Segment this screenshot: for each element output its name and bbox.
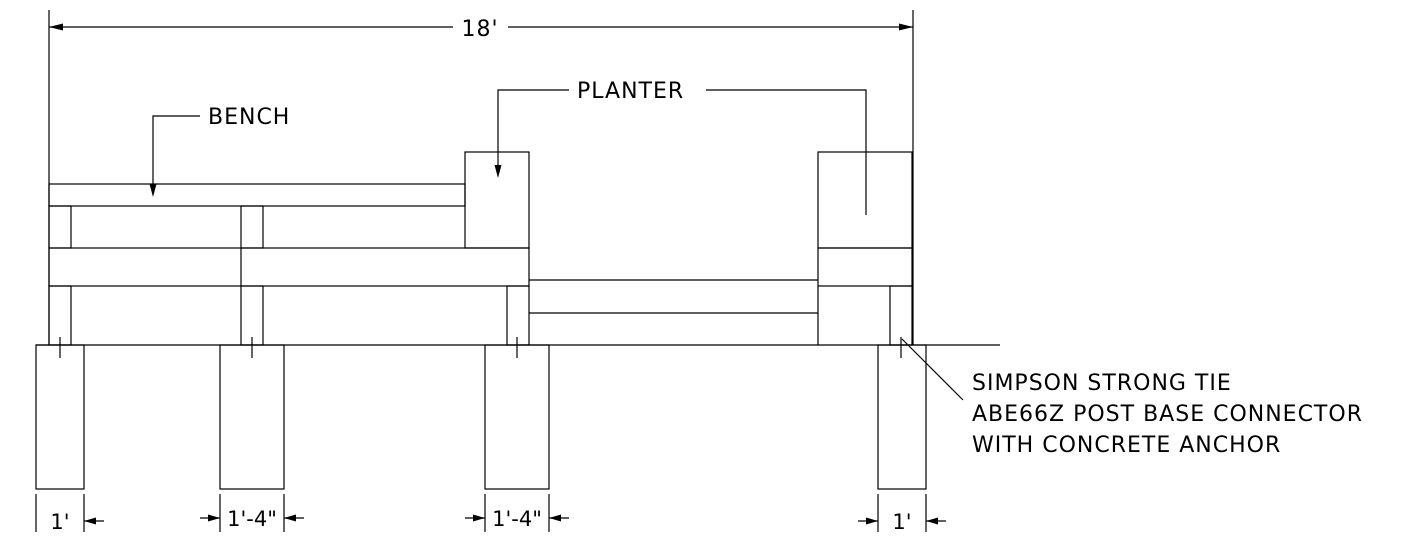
footing-dimension-4: 1' [858, 494, 946, 534]
beam-left-section [48, 247, 530, 287]
bench-seat [48, 183, 466, 207]
lower-post-4 [889, 285, 913, 346]
planter-label: PLANTER [577, 79, 684, 104]
connector-label-line3: WITH CONCRETE ANCHOR [972, 433, 1281, 458]
arrowhead [549, 514, 561, 522]
bench-upper-post-left [48, 205, 72, 249]
arrowhead-right [899, 23, 913, 31]
footing-dimension-2: 1'-4" [200, 494, 304, 532]
beam [48, 247, 913, 287]
arrowhead [284, 514, 296, 522]
footing-3 [484, 344, 550, 490]
footing-dimension-text: 1' [892, 510, 911, 534]
arrowhead [84, 517, 96, 525]
lower-post-2 [240, 285, 264, 346]
footing-dimension-1: 1' [35, 494, 104, 534]
planter-callout: PLANTER [494, 79, 867, 215]
lower-post-3 [506, 285, 530, 346]
overall-dimension-text: 18' [461, 17, 498, 42]
planter-leader-line-left [497, 89, 569, 173]
overall-dimension: 18' [48, 10, 914, 345]
connector-leader-line [901, 338, 964, 401]
footing-dimension-text: 1' [50, 510, 69, 534]
arrowhead [866, 517, 878, 525]
bench [48, 183, 466, 249]
bench-upper-post-middle [240, 205, 264, 249]
connector-label-line1: SIMPSON STRONG TIE [972, 371, 1232, 396]
arrowhead [473, 514, 485, 522]
footing-dimension-text: 1'-4" [227, 507, 277, 531]
footing-4 [877, 344, 927, 490]
connector-callout: SIMPSON STRONG TIE ABE66Z POST BASE CONN… [901, 338, 1363, 458]
planter-leader-line-right [706, 89, 867, 215]
footing-dimension-3: 1'-4" [465, 494, 569, 532]
bench-label: BENCH [208, 105, 290, 130]
footing-2 [219, 344, 285, 490]
bench-callout: BENCH [149, 105, 290, 197]
planter-leader-arrow-left [494, 165, 502, 178]
arrowhead-left [49, 23, 63, 31]
lower-post-1 [48, 285, 72, 346]
connector-label-line2: ABE66Z POST BASE CONNECTOR [972, 402, 1363, 427]
footing-1 [35, 344, 85, 490]
beam-right-section [817, 247, 913, 287]
bench-leader-line [152, 115, 200, 192]
arrowhead [208, 514, 220, 522]
arrowhead [926, 517, 938, 525]
footing-dimension-text: 1'-4" [492, 507, 542, 531]
middle-boards [529, 279, 819, 345]
planter-box-right [817, 151, 913, 249]
bench-leader-arrow [149, 184, 157, 197]
